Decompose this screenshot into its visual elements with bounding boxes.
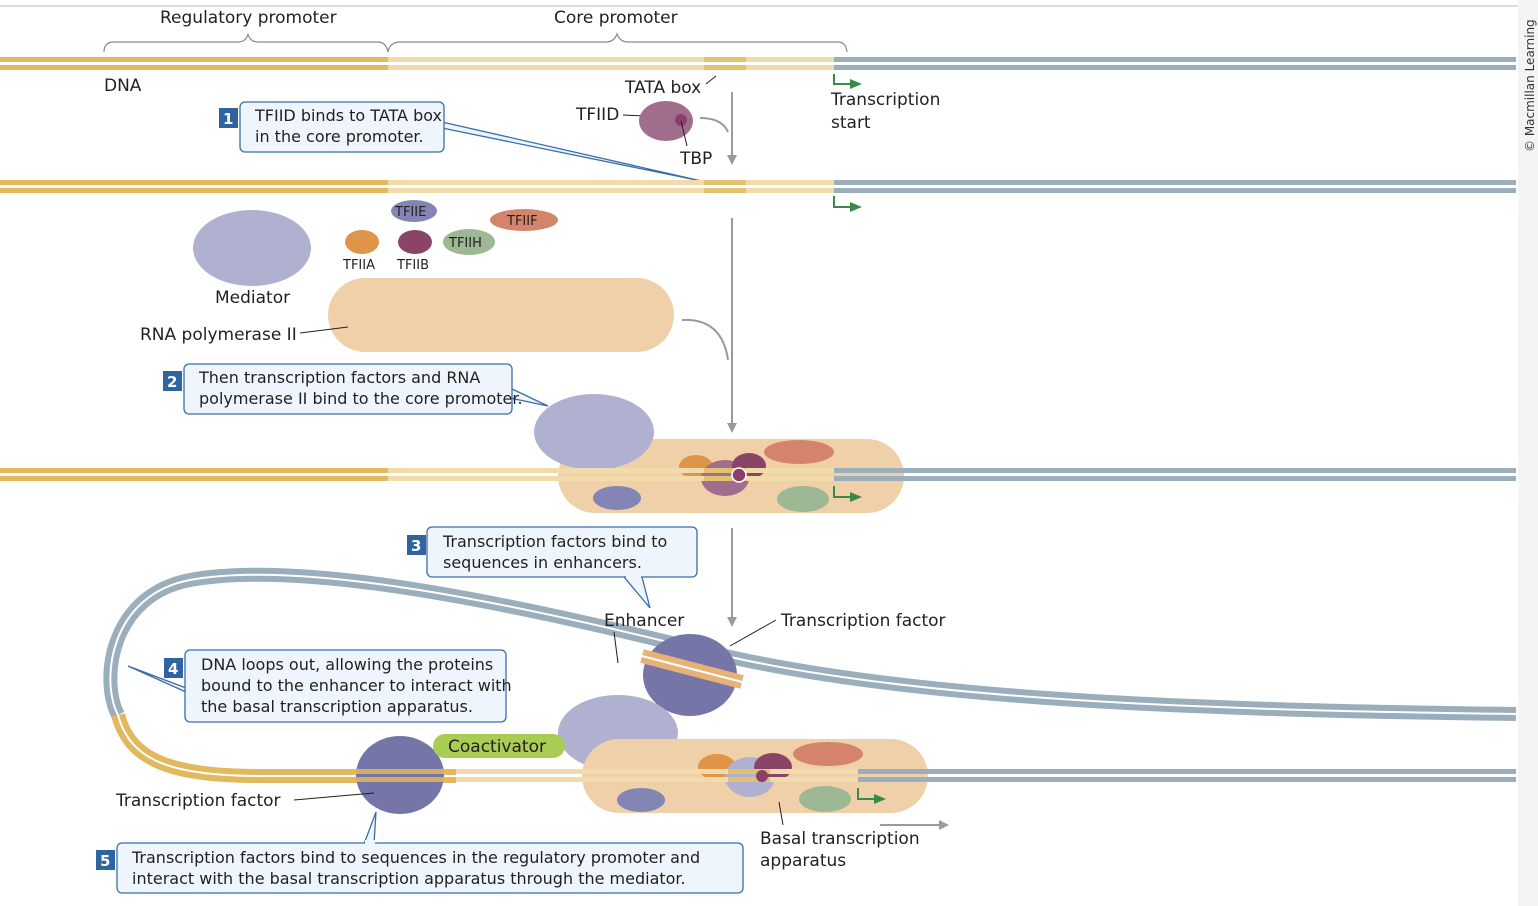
svg-text:3: 3 [411, 537, 421, 555]
step-4-text: DNA loops out, allowing the proteins [201, 655, 493, 674]
step-1-text: TFIID binds to TATA box [254, 106, 442, 125]
tfiid-label: TFIID [575, 105, 619, 125]
dna-label: DNA [104, 76, 142, 96]
tfiid-protein [639, 101, 693, 141]
step-5-callout: 5 Transcription factors bind to sequence… [96, 811, 744, 894]
transcription-start-arrow-4 [857, 788, 886, 804]
regulatory-promoter-brace [103, 33, 389, 53]
copyright-strip [1518, 0, 1538, 906]
mediator-label: Mediator [215, 288, 290, 308]
mediator-bound [534, 394, 654, 470]
svg-text:4: 4 [168, 660, 178, 678]
tbp-label: TBP [679, 149, 712, 169]
step-5-badge [96, 850, 115, 870]
rna-pol-ii-label: RNA polymerase II [140, 325, 297, 345]
row3-complex [0, 394, 1516, 627]
step-2-text-2: polymerase II bind to the core promoter. [199, 389, 523, 408]
tfiib-label: TFIIB [396, 258, 429, 273]
step-4-text-3: the basal transcription apparatus. [201, 697, 473, 716]
step-1-badge [219, 108, 238, 128]
tata-box-segment [704, 57, 746, 62]
core-promoter-label: Core promoter [554, 8, 678, 28]
step-2-badge [163, 371, 182, 391]
regulatory-promoter-label: Regulatory promoter [160, 8, 337, 28]
svg-text:1: 1 [223, 110, 233, 128]
copyright-text: © Macmillan Learning [1523, 19, 1537, 152]
step-5-text-2: interact with the basal transcription ap… [132, 869, 686, 888]
row1-dna: Regulatory promoter Core promoter DNA TA… [0, 8, 1516, 169]
step-2-text: Then transcription factors and RNA [198, 368, 480, 387]
transcription-start-arrow-3 [833, 486, 862, 502]
step-3-text-2: sequences in enhancers. [443, 553, 642, 572]
coactivator-protein [433, 734, 565, 758]
transcription-start-arrow-2 [833, 196, 862, 212]
row2-dna [0, 180, 1516, 212]
transcription-start-arrow-1 [833, 74, 862, 89]
step-3-text: Transcription factors bind to [442, 532, 667, 551]
tbp-protein [675, 114, 687, 126]
step-4-text-2: bound to the enhancer to interact with [201, 676, 512, 695]
free-proteins: Mediator TFIIE TFIIF TFIIA TFIIB TFIIH R… [140, 200, 737, 433]
step-3-badge [407, 535, 426, 555]
step-4-badge [164, 658, 183, 678]
svg-text:2: 2 [167, 373, 177, 391]
tfiid-binding-arrow [699, 117, 729, 133]
transcription-start-label: Transcription [830, 90, 940, 110]
row4-loop: Enhancer Transcription factor Coactivato… [103, 567, 1517, 871]
tfiif-protein [490, 209, 558, 231]
tfiif-label: TFIIF [506, 214, 538, 229]
tfiih-protein [443, 229, 495, 255]
transcription-factor-label-bottom: Transcription factor [115, 791, 281, 811]
step-5-text: Transcription factors bind to sequences … [131, 848, 700, 867]
step-3-callout: 3 Transcription factors bind to sequence… [407, 526, 698, 609]
transcription-start-label-2: start [831, 113, 871, 133]
tfiib-protein [398, 230, 432, 254]
transcription-factor-label-top: Transcription factor [780, 611, 946, 631]
tata-box-label: TATA box [624, 78, 701, 98]
basal-apparatus-label-2: apparatus [760, 851, 846, 871]
tfiie-protein [391, 200, 437, 222]
basal-apparatus-label: Basal transcription [760, 829, 920, 849]
core-promoter-brace [387, 32, 848, 53]
coactivator-label: Coactivator [448, 737, 546, 757]
step-1-callout: 1 TFIID binds to TATA box in the core pr… [219, 101, 707, 183]
tfiia-label: TFIIA [342, 258, 375, 273]
step-4-callout: 4 DNA loops out, allowing the proteins b… [127, 649, 512, 723]
step-1-text-2: in the core promoter. [255, 127, 424, 146]
tfiie-label: TFIIE [394, 205, 426, 220]
mediator-protein [193, 210, 311, 286]
step-2-callout: 2 Then transcription factors and RNA pol… [163, 363, 549, 415]
tfiia-protein [345, 230, 379, 254]
tfiih-label: TFIIH [448, 236, 482, 251]
rna-pol-binding-arrow [681, 318, 729, 361]
rna-pol-ii-protein [328, 278, 674, 352]
enhancer-label: Enhancer [604, 611, 684, 631]
svg-text:5: 5 [100, 852, 110, 870]
regulatory-transcription-factor [356, 736, 444, 814]
